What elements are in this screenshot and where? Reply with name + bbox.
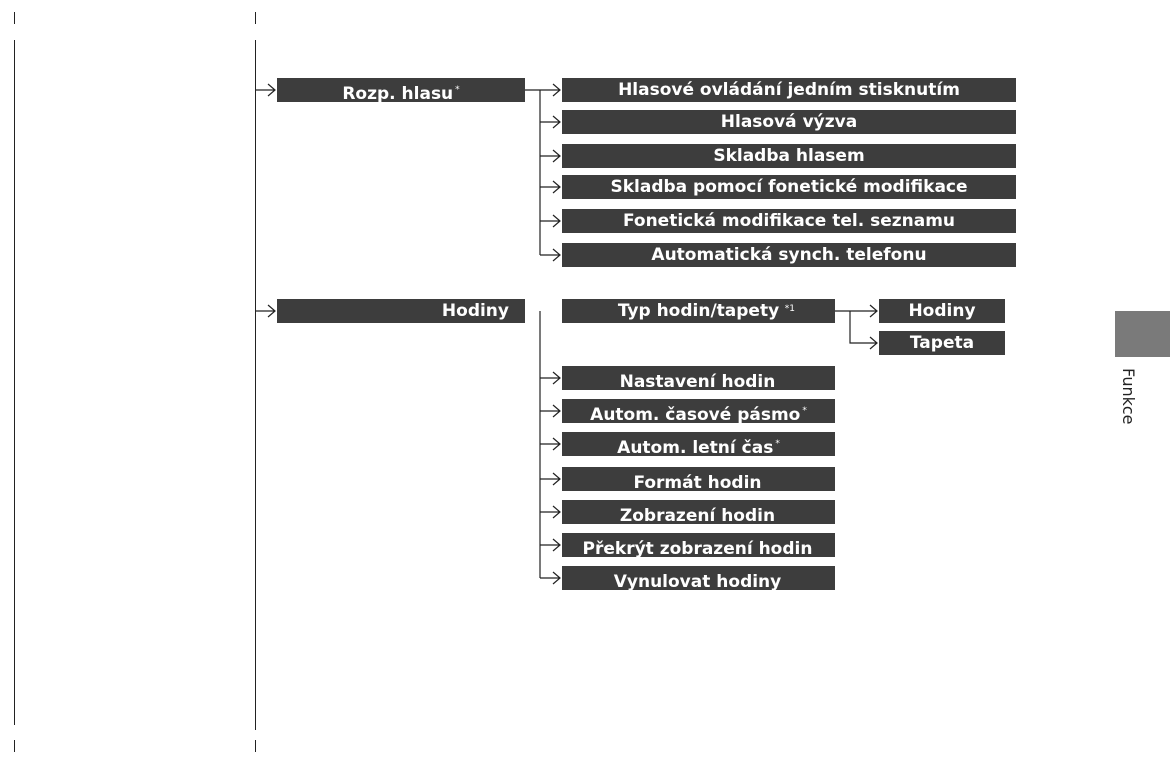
menu-item-clock-type-child: Tapeta [879,331,1005,355]
menu-item-label: Skladba hlasem [713,146,865,166]
menu-item-clock-type: Typ hodin/tapety *1 [562,299,835,323]
menu-item-label: Autom. letní čas [617,438,774,456]
menu-item-voice-child: Skladba pomocí fonetické modifikace [562,175,1016,199]
main-crop-mark-top [255,12,256,24]
footnote-mark: * [775,439,780,449]
menu-item-label: Rozp. hlasu [342,84,454,102]
menu-item-clock-child: Autom. letní čas* [562,432,835,456]
left-crop-mark-top [14,12,15,24]
menu-item-label: Skladba pomocí fonetické modifikace [610,177,968,197]
menu-item-voice-child: Skladba hlasem [562,144,1016,168]
menu-item-label: Automatická synch. telefonu [651,245,927,265]
left-margin-line [14,40,15,725]
menu-item-clock-child: Překrýt zobrazení hodin [562,533,835,557]
footnote-mark: * [802,406,807,416]
menu-item-label: Hlasové ovládání jedním stisknutím [618,80,960,100]
section-label: Funkce [1119,368,1138,425]
main-crop-mark-bottom [255,740,256,752]
menu-item-clock-child: Formát hodin [562,467,835,491]
menu-item-label: Formát hodin [633,473,762,491]
footnote-mark: *1 [784,304,795,314]
main-tree-line [255,40,256,730]
menu-item-label: Typ hodin/tapety [617,301,780,321]
section-tab [1115,311,1170,357]
menu-item-label: Překrýt zobrazení hodin [582,539,813,557]
menu-item-clock: Hodiny [277,299,525,323]
menu-item-label: Fonetická modifikace tel. seznamu [622,211,956,231]
menu-item-label: Nastavení hodin [619,372,776,390]
menu-item-voice-child: Hlasové ovládání jedním stisknutím [562,78,1016,102]
menu-item-label: Zobrazení hodin [619,506,776,524]
left-crop-mark-bottom [14,740,15,752]
menu-item-label: Hodiny [908,301,976,321]
menu-item-label: Vynulovat hodiny [613,572,782,590]
menu-item-clock-child: Zobrazení hodin [562,500,835,524]
menu-item-label: Hodiny [441,301,509,321]
menu-item-voice-child: Fonetická modifikace tel. seznamu [562,209,1016,233]
menu-item-label: Tapeta [909,333,975,353]
menu-item-clock-child: Autom. časové pásmo* [562,399,835,423]
menu-item-voice-child: Automatická synch. telefonu [562,243,1016,267]
footnote-mark: * [455,85,460,95]
menu-item-clock-child: Vynulovat hodiny [562,566,835,590]
menu-item-clock-child: Nastavení hodin [562,366,835,390]
menu-item-label: Hlasová výzva [720,112,858,132]
menu-item-voice-recognition: Rozp. hlasu* [277,78,525,102]
menu-item-voice-child: Hlasová výzva [562,110,1016,134]
menu-item-label: Autom. časové pásmo [590,405,801,423]
menu-item-clock-type-child: Hodiny [879,299,1005,323]
